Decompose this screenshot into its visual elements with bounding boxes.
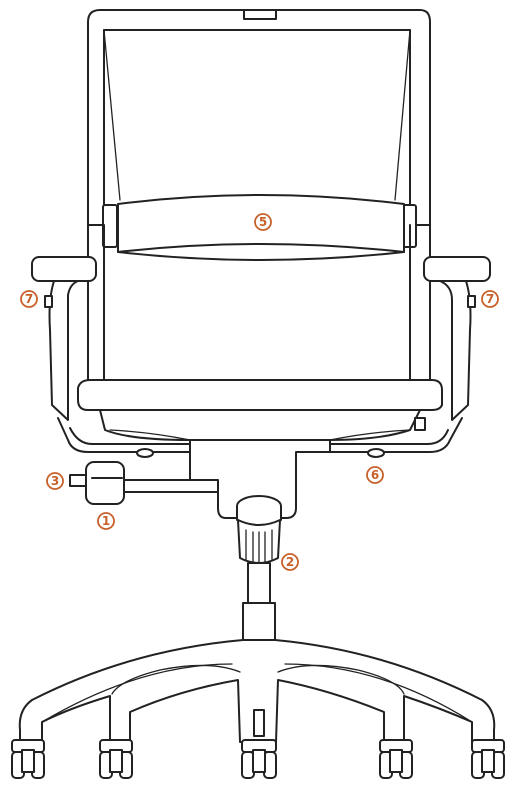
callout-3-label: 3 [51,474,59,488]
caster-2 [99,739,133,779]
lumbar-clip-left [102,204,118,248]
callout-5-circle [254,213,272,231]
gas-cylinder [247,562,271,604]
casters [11,739,505,779]
seat-mechanism [69,439,331,519]
callout-7-right-circle [481,290,499,308]
callout-6-label: 6 [371,468,379,482]
side-frames [87,224,431,381]
callout-1-label: 1 [102,514,110,528]
star-base [18,639,496,743]
callout-7-left: 7 [20,290,38,308]
armrest-right [423,256,491,421]
callout-7-right-label: 7 [486,292,494,306]
armrest-right-pad [423,256,491,282]
gas-cylinder-sleeve [242,602,276,644]
caster-4 [379,739,413,779]
callout-7-left-circle [20,290,38,308]
mechanism-body [189,439,331,519]
armrest-left-pad [31,256,97,282]
lever-paddle [85,461,125,505]
callout-3-circle [46,472,64,490]
callout-1: 1 [97,512,115,530]
callout-5: 5 [254,213,272,231]
gas-lift [236,495,282,644]
callout-2: 2 [281,553,299,571]
armrest-left-post [48,280,79,421]
callout-5-label: 5 [259,215,267,229]
seat-cushion [77,379,443,411]
caster-1 [11,739,45,779]
callout-7-right: 7 [481,290,499,308]
armrest-left [31,256,97,421]
caster-3 [241,739,277,779]
callout-2-circle [281,553,299,571]
callout-7-left-label: 7 [25,292,33,306]
callout-6-circle [366,466,384,484]
callout-1-circle [97,512,115,530]
armrest-right-post [439,280,472,421]
callout-3: 3 [46,472,64,490]
callout-2-label: 2 [286,555,294,569]
seat-shell [99,409,421,441]
callout-6: 6 [366,466,384,484]
caster-5 [471,739,505,779]
backrest-top-clip [243,9,277,20]
backrest-frame [87,9,431,226]
